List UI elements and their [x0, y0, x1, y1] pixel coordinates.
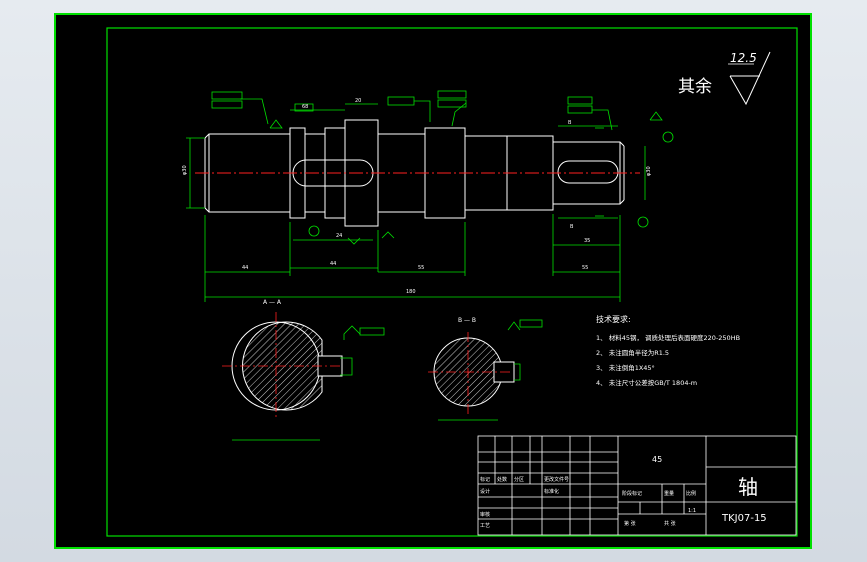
section-b-b: B — B	[428, 317, 543, 421]
sheet-background	[54, 13, 812, 549]
roughness-note: 其余	[678, 77, 712, 97]
tb-label-zhongliang: 重量	[664, 490, 674, 497]
tb-label-bili: 比例	[686, 490, 696, 497]
title-block-text: 45 轴 TKJ07-15 1:1 标记 处数 分区 更改文件号 设计 标准化 …	[480, 455, 767, 529]
svg-text:68: 68	[302, 104, 308, 110]
title-block	[477, 435, 797, 536]
tb-label-shenhe: 审核	[480, 511, 490, 518]
main-dimensions	[186, 103, 646, 302]
svg-text:B: B	[570, 224, 574, 230]
tech-title: 技术要求:	[596, 314, 631, 324]
svg-text:B: B	[568, 120, 572, 126]
tb-label-gongzhang: 共 张	[664, 520, 676, 527]
tech-item-4: 4、 未注尺寸公差按GB/T 1804-m	[596, 378, 697, 387]
section-a-a: A — A	[222, 299, 385, 441]
drawing-border	[106, 27, 798, 537]
roughness-value: 12.5	[730, 51, 757, 65]
svg-text:44: 44	[330, 261, 336, 267]
section-a-label: A — A	[263, 299, 282, 306]
svg-text:φ30: φ30	[182, 165, 188, 175]
svg-text:35: 35	[584, 238, 590, 244]
tb-label-chushu: 处数	[497, 476, 507, 483]
svg-text:20: 20	[355, 98, 361, 104]
technical-requirements: 技术要求: 1、 材料45钢， 调质处理后表面硬度220-250HB 2、 未注…	[596, 314, 740, 387]
tolerance-frames	[211, 90, 674, 245]
tb-label-jieduan: 阶段标记	[622, 490, 642, 497]
tb-label-genggai: 更改文件号	[544, 476, 569, 483]
svg-text:55: 55	[582, 265, 588, 271]
svg-text:55: 55	[418, 265, 424, 271]
section-b-label: B — B	[458, 317, 476, 324]
svg-text:180: 180	[406, 289, 416, 295]
tech-item-1: 1、 材料45钢， 调质处理后表面硬度220-250HB	[596, 333, 740, 342]
tb-label-fenqu: 分区	[514, 476, 524, 483]
tech-item-3: 3、 未注倒角1X45°	[596, 363, 655, 372]
tb-label-biaozhunhua: 标准化	[544, 488, 559, 495]
tech-item-2: 2、 未注圆角半径为R1.5	[596, 348, 669, 357]
tb-part-name: 轴	[738, 475, 758, 499]
tb-label-dizhang: 第 张	[624, 520, 636, 527]
tb-scale: 1:1	[688, 508, 696, 514]
dimension-labels: 180 44 44 55 55 35 24 68 20 B B φ30 φ30	[182, 98, 652, 295]
svg-text:44: 44	[242, 265, 248, 271]
tb-drawing-number: TKJ07-15	[721, 513, 767, 524]
svg-text:24: 24	[336, 233, 342, 239]
tb-label-gongyi: 工艺	[480, 523, 490, 529]
tb-label-sheji: 设计	[480, 488, 490, 495]
roughness-symbol: 12.5 其余	[678, 51, 771, 106]
tb-label-biaoji: 标记	[480, 476, 490, 483]
tb-material: 45	[652, 455, 662, 464]
svg-text:φ30: φ30	[646, 166, 652, 176]
